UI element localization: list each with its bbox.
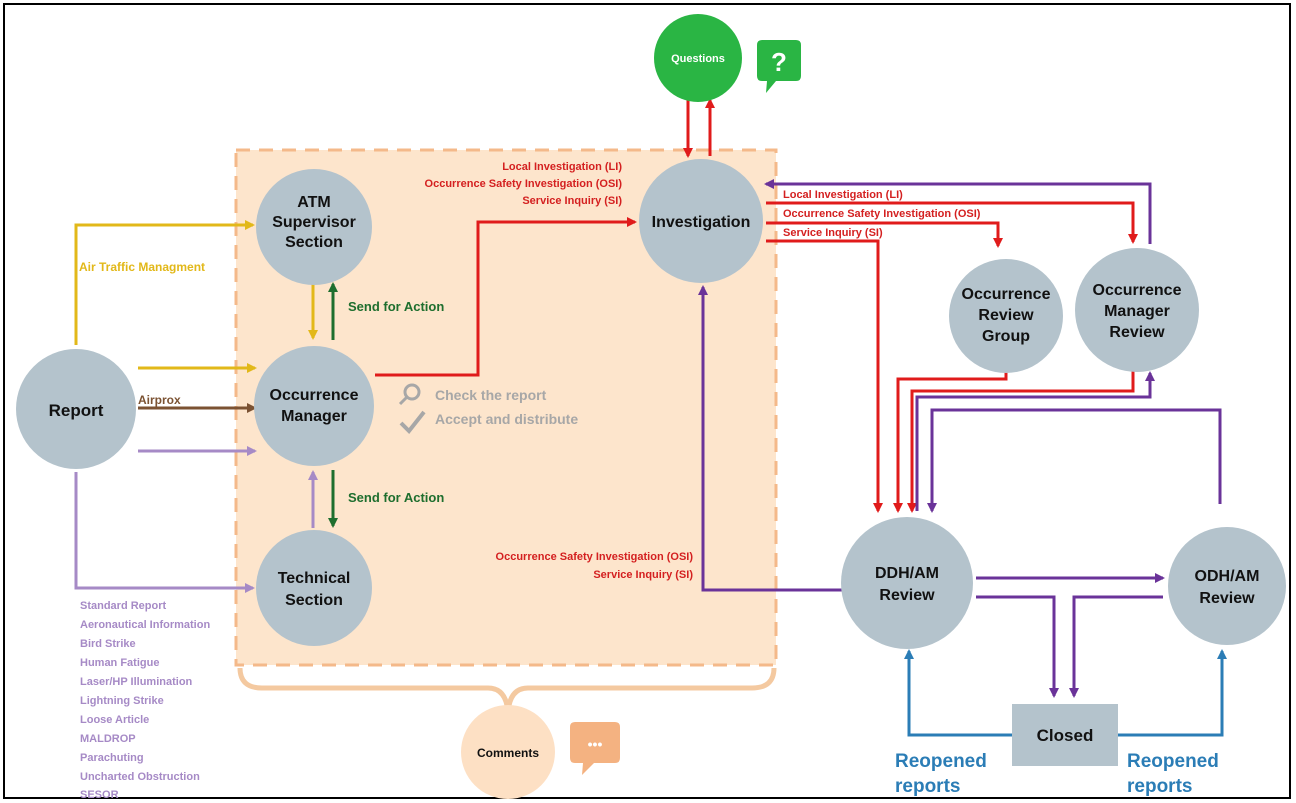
arrow-ddh-closed bbox=[976, 595, 1059, 698]
questions-label: Questions bbox=[671, 53, 725, 65]
org-line-1: Occurrence bbox=[962, 286, 1051, 303]
label-inv-osi: Occurrence Safety Investigation (OSI) bbox=[425, 178, 623, 190]
report-type-item: Loose Article bbox=[80, 714, 149, 726]
report-type-list: Standard Report Aeronautical Information… bbox=[80, 600, 210, 801]
report-type-item: Uncharted Obstruction bbox=[80, 771, 200, 783]
node-occurrence-manager: Occurrence Manager bbox=[254, 346, 374, 466]
org-line-3: Group bbox=[982, 328, 1030, 345]
report-type-item: Aeronautical Information bbox=[80, 619, 210, 631]
atm-line-1: ATM bbox=[297, 194, 330, 211]
node-closed: Closed bbox=[1012, 704, 1118, 766]
arrow-report-technical bbox=[74, 472, 255, 593]
report-type-item: Parachuting bbox=[80, 752, 144, 764]
org-line-2: Review bbox=[978, 307, 1034, 324]
question-glyph: ? bbox=[771, 47, 787, 77]
odh-line-2: Review bbox=[1199, 590, 1255, 607]
comment-icon: ••• bbox=[570, 722, 620, 775]
omr-line-3: Review bbox=[1109, 324, 1165, 341]
arrow-odh-ddh bbox=[927, 408, 1222, 513]
label-check-report: Check the report bbox=[435, 387, 547, 403]
node-atm-supervisor: ATM Supervisor Section bbox=[256, 169, 372, 285]
node-report: Report bbox=[16, 349, 136, 469]
node-investigation: Investigation bbox=[639, 159, 763, 283]
node-report-label: Report bbox=[49, 401, 104, 420]
report-type-item: Standard Report bbox=[80, 600, 167, 612]
label-send-action-2: Send for Action bbox=[348, 490, 444, 505]
ddh-line-1: DDH/AM bbox=[875, 565, 939, 582]
arrow-inv-review-group bbox=[766, 221, 1003, 248]
label-bottom-osi: Occurrence Safety Investigation (OSI) bbox=[496, 551, 694, 563]
investigation-label: Investigation bbox=[652, 214, 751, 231]
check-icon bbox=[399, 410, 426, 435]
label-reopened-right-2: reports bbox=[1127, 776, 1192, 797]
label-accept-distribute: Accept and distribute bbox=[435, 411, 578, 427]
label-airprox: Airprox bbox=[138, 393, 181, 407]
report-type-item: Bird Strike bbox=[80, 638, 136, 650]
report-type-item: Lightning Strike bbox=[80, 695, 164, 707]
label-right-osi: Occurrence Safety Investigation (OSI) bbox=[783, 208, 981, 220]
node-ddh-am-review: DDH/AM Review bbox=[841, 517, 973, 649]
node-odh-am-review: ODH/AM Review bbox=[1168, 527, 1286, 645]
label-reopened-left-1: Reopened bbox=[895, 751, 987, 772]
arrow-inv-manager-review bbox=[766, 201, 1138, 244]
label-inv-si: Service Inquiry (SI) bbox=[522, 195, 622, 207]
label-bottom-si: Service Inquiry (SI) bbox=[593, 569, 693, 581]
label-air-traffic: Air Traffic Managment bbox=[79, 260, 205, 274]
closed-label: Closed bbox=[1037, 726, 1094, 745]
label-reopened-right-1: Reopened bbox=[1127, 751, 1219, 772]
diagram-frame bbox=[3, 3, 1291, 799]
arrow-inv-ddh bbox=[766, 239, 883, 513]
tech-line-2: Section bbox=[285, 592, 343, 609]
report-type-item: Laser/HP Illumination bbox=[80, 676, 193, 688]
report-type-item: Human Fatigue bbox=[80, 657, 159, 669]
ddh-line-2: Review bbox=[879, 587, 935, 604]
tech-line-1: Technical bbox=[278, 570, 351, 587]
comment-dots: ••• bbox=[588, 736, 603, 752]
label-inv-li: Local Investigation (LI) bbox=[502, 161, 622, 173]
label-right-si: Service Inquiry (SI) bbox=[783, 227, 883, 239]
label-reopened-left-2: reports bbox=[895, 776, 960, 797]
arrow-closed-odh bbox=[1118, 649, 1227, 737]
report-type-item: MALDROP bbox=[80, 733, 136, 745]
question-icon: ? bbox=[757, 40, 801, 93]
arrow-odh-closed bbox=[1069, 595, 1163, 698]
node-comments: Comments bbox=[461, 705, 555, 799]
atm-line-3: Section bbox=[285, 234, 343, 251]
comments-label: Comments bbox=[477, 746, 539, 760]
report-type-item: SESOR bbox=[80, 789, 119, 801]
arrow-ddh-investigation bbox=[698, 285, 848, 592]
node-occurrence-manager-review: Occurrence Manager Review bbox=[1075, 248, 1199, 372]
arrow-ddh-manager-review bbox=[915, 371, 1155, 511]
arrow-review-group-ddh bbox=[893, 368, 1008, 513]
node-occurrence-review-group: Occurrence Review Group bbox=[949, 259, 1063, 373]
arrow-closed-ddh bbox=[904, 649, 1012, 737]
arrow-manager-review-ddh bbox=[907, 367, 1135, 513]
arrow-report-atm bbox=[74, 220, 255, 345]
atm-line-2: Supervisor bbox=[272, 214, 356, 231]
odh-line-1: ODH/AM bbox=[1195, 568, 1260, 585]
om-line-2: Manager bbox=[281, 408, 347, 425]
node-questions: Questions bbox=[654, 14, 742, 102]
label-send-action-1: Send for Action bbox=[348, 299, 444, 314]
arrow-om-investigation bbox=[375, 217, 637, 377]
arrow-manager-review-investigation bbox=[764, 179, 1152, 244]
omr-line-2: Manager bbox=[1104, 303, 1170, 320]
om-line-1: Occurrence bbox=[270, 387, 359, 404]
node-technical-section: Technical Section bbox=[256, 530, 372, 646]
search-icon bbox=[398, 383, 421, 406]
omr-line-1: Occurrence bbox=[1093, 282, 1182, 299]
label-right-li: Local Investigation (LI) bbox=[783, 189, 903, 201]
